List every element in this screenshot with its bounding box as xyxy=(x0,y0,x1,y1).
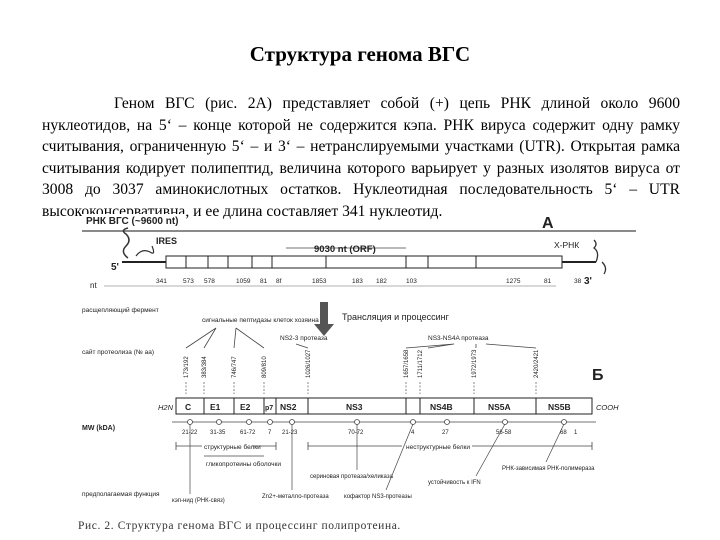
nt-position-9: 103 xyxy=(406,278,417,285)
serine-protease-label: сериновая протеаза/хеликаза xyxy=(310,474,394,480)
cleavage-site-0: 173/192 xyxy=(184,356,190,378)
nt-position-2: 578 xyxy=(204,278,215,285)
page-title: Структура генома ВГС xyxy=(249,42,471,66)
protein-label-ns4b: NS4B xyxy=(430,402,453,412)
panel-a-title: РНК ВГС (~9600 nt) xyxy=(86,216,179,227)
panel-a-letter: А xyxy=(542,215,554,232)
cleavage-site-8: 2420/2421 xyxy=(534,349,540,378)
translation-label: Трансляция и процессинг xyxy=(342,312,450,322)
protein-ns4a xyxy=(405,397,421,415)
five-prime-label: 5' xyxy=(111,262,119,273)
zn-protease-label: Zn2+-металло-протеаза xyxy=(262,494,329,500)
cleavage-site-6: 1711/1712 xyxy=(418,349,424,378)
mw-value-5: 70-72 xyxy=(348,430,364,436)
ns3-ns4a-protease-label: NS3-NS4A протеаза xyxy=(428,335,489,342)
capsid-label: кэп-нид (РНК-связ) xyxy=(172,498,225,504)
nt-position-12: 38 xyxy=(574,278,582,285)
signal-peptidase-label: сигнальные пептидазы клеток хозяина xyxy=(202,317,319,324)
mw-value-10: 1 xyxy=(574,430,578,436)
protein-label-ns5a: NS5A xyxy=(488,402,511,412)
protein-label-ns2: NS2 xyxy=(280,402,297,412)
body-paragraph: Геном ВГС (рис. 2А) представляет собой (… xyxy=(42,95,680,220)
polymerase-label: РНК-зависимая РНК-полимераза xyxy=(502,466,595,472)
ires-structure-icon xyxy=(122,227,130,259)
cofactor-label: кофактор NS3-протеазы xyxy=(344,494,412,500)
nt-position-7: 183 xyxy=(352,278,363,285)
nonstructural-proteins-label: неструктурные белки xyxy=(406,443,470,451)
protein-label-e1: E1 xyxy=(210,402,221,412)
nt-position-1: 573 xyxy=(183,278,194,285)
mw-value-8: 56-58 xyxy=(496,430,512,436)
orf-box xyxy=(165,255,563,269)
figure-caption: Рис. 2. Структура генома ВГС и процессин… xyxy=(78,520,401,532)
mw-value-2: 61-72 xyxy=(240,430,256,436)
cleavage-site-2: 746/747 xyxy=(232,356,238,378)
nt-position-8: 182 xyxy=(376,278,387,285)
cleaving-enzyme-label: расщепляющий фермент xyxy=(82,306,159,314)
protein-label-e2: E2 xyxy=(240,402,251,412)
cleavage-site-label: сайт протеолиза (№ aa) xyxy=(82,348,154,356)
panel-b-letter: Б xyxy=(592,367,604,384)
ires-label: IRES xyxy=(156,236,177,246)
cleavage-site-1: 383/384 xyxy=(202,356,208,378)
cleavage-site-5: 1657/1658 xyxy=(404,349,410,378)
translation-arrow-icon xyxy=(314,302,334,336)
genome-figure: РНК ВГС (~9600 nt) А IRES 5' 9030 nt (OR… xyxy=(76,212,676,534)
nt-position-6: 1853 xyxy=(312,278,327,285)
mw-label: MW (kDA) xyxy=(82,425,115,432)
mw-value-9: 68 xyxy=(560,430,567,436)
protein-label-ns5b: NS5B xyxy=(548,402,571,412)
ns23-protease-label: NS2-3 протеаза xyxy=(280,335,328,342)
mw-value-1: 31-35 xyxy=(210,430,226,436)
nt-position-11: 81 xyxy=(544,278,552,285)
nt-position-10: 1275 xyxy=(506,278,521,285)
protein-ns5b xyxy=(535,397,593,415)
structural-proteins-label: структурные белки xyxy=(204,443,261,451)
protein-label-p7: p7 xyxy=(265,405,273,412)
mw-value-7: 27 xyxy=(442,430,449,436)
x-rna-label: X-РНК xyxy=(554,240,579,250)
mw-value-6: 4 xyxy=(411,430,415,436)
three-prime-label: 3' xyxy=(584,276,592,287)
function-label: предполагаемая функция xyxy=(82,491,160,498)
nt-position-3: 1059 xyxy=(236,278,251,285)
cooh-label: COOH xyxy=(596,403,619,412)
nt-position-4: 81 xyxy=(260,278,268,285)
protein-label-c: C xyxy=(185,402,191,412)
nt-label: nt xyxy=(90,281,97,290)
orf-label: 9030 nt (ORF) xyxy=(314,244,376,255)
genome-diagram: РНК ВГС (~9600 nt) А IRES 5' 9030 nt (OR… xyxy=(82,214,636,504)
nh2-label: H2N xyxy=(158,403,174,412)
mw-value-4: 21-23 xyxy=(282,430,298,436)
protein-label-ns3: NS3 xyxy=(346,402,363,412)
x-rna-structure-icon xyxy=(592,239,607,275)
nt-position-5: 8f xyxy=(276,278,282,285)
cleavage-site-7: 1972/1973 xyxy=(472,349,478,378)
glycoprotein-label: гликопротеины оболочки xyxy=(206,460,281,468)
ifn-label: устойчивость к IFN xyxy=(428,479,481,486)
cleavage-site-4: 1026/1027 xyxy=(306,349,312,378)
cleavage-site-3: 809/810 xyxy=(262,356,268,378)
mw-value-3: 7 xyxy=(268,430,272,436)
nt-position-0: 341 xyxy=(156,278,167,285)
